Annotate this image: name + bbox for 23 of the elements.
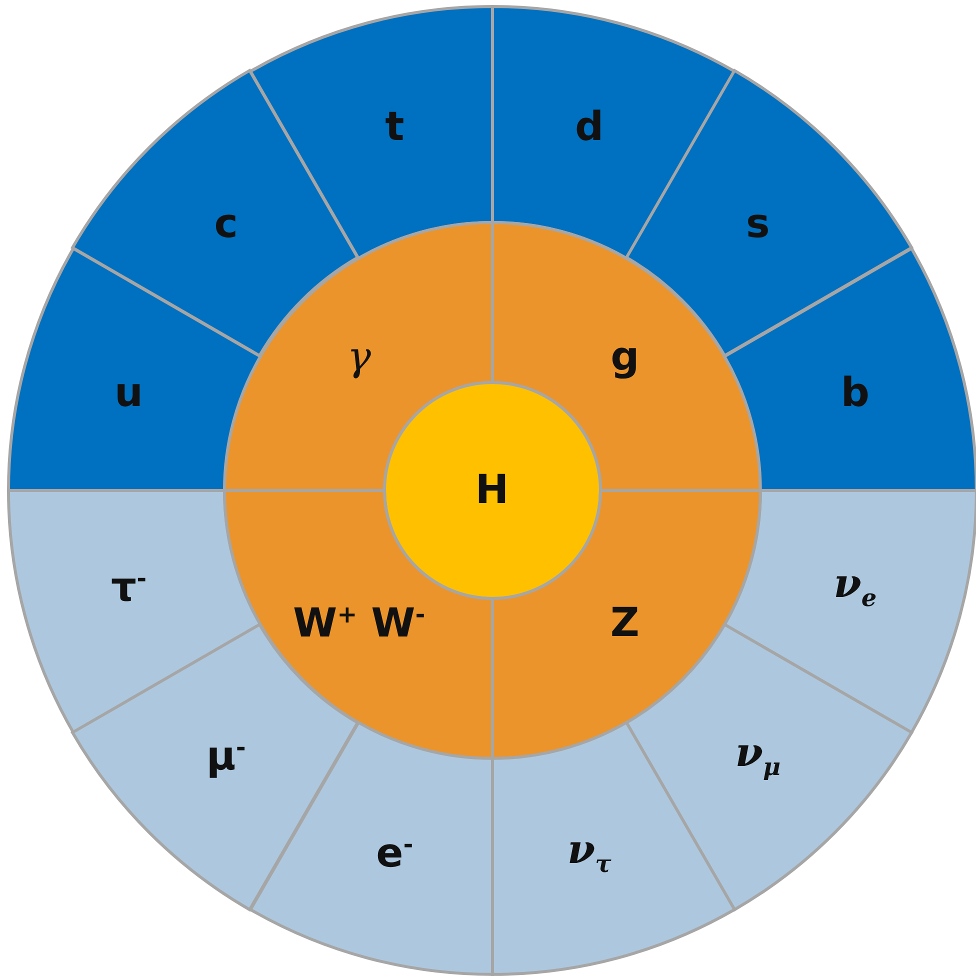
particle-symbol: ν$_{e}$ (834, 564, 877, 610)
particle-symbol: g (610, 337, 640, 378)
particle-symbol: γ (347, 337, 372, 378)
particle-symbol: H (475, 470, 509, 510)
particle-symbol: ν$_{μ}$ (735, 732, 781, 779)
center-circle (382, 380, 602, 600)
particle-symbol: u (114, 372, 144, 413)
particle-symbol: s (746, 204, 770, 244)
particle-symbol: Z (610, 602, 640, 643)
particle-symbol: τ$^{-}$ (111, 566, 147, 608)
ring-sector (490, 720, 736, 976)
particle-symbol: μ$^{-}$ (206, 735, 246, 777)
particle-symbol: c (214, 204, 238, 244)
particle-symbol: b (840, 372, 870, 413)
particle-symbol: W$^{+}$ W$^{-}$ (292, 602, 426, 644)
particle-symbol: d (575, 106, 604, 147)
particle-symbol: e$^{-}$ (376, 832, 414, 874)
ring-sector (248, 4, 494, 260)
particle-symbol: t (385, 106, 404, 147)
ring-sector (6, 246, 262, 492)
particle-symbol: ν$_{τ}$ (567, 830, 612, 876)
ring-sector (722, 246, 976, 492)
ring-sector (248, 720, 494, 976)
